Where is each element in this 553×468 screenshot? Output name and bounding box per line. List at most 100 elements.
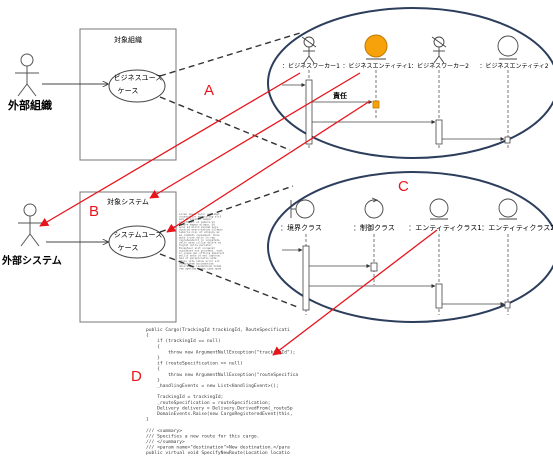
document-thumbnail: Lorem ipsum dolor sit amet,consectetur a… [176,210,225,272]
external-org-actor [15,53,39,97]
activation-worker1 [305,79,313,145]
activation-control [370,262,378,272]
activation-entity-class1 [435,283,443,309]
code-line: DomainEvents.Raise(new CargoRegisteredEv… [146,411,293,417]
entity-class2-icon [498,198,518,220]
arrow-worker-to-external-system [39,72,301,227]
arrow-entity-to-system-box [149,72,361,199]
control-class-icon [364,197,384,219]
code-snippet: public Cargo(TrackingId trackingId, Rout… [146,327,298,456]
target-org-title: 対象組織 [114,35,142,44]
marker-c: C [398,178,409,195]
zoom-line-top-lower [159,96,291,151]
document-line: velit esse cillum dolore eu [179,241,222,245]
marker-b: B [89,203,99,220]
document-line: nostrud exercitation ullamco [179,228,223,232]
lifeline-entity-class-1: ：エンティティクラス1 [408,224,481,232]
activation-worker2 [435,119,443,145]
code-line: public Cargo(TrackingId trackingId, Rout… [146,327,290,333]
actor-head [20,53,34,67]
lifeline-business-entity-2: ：ビジネスエンティティ2 [479,62,548,70]
top-section: 外部組織 対象組織 ビジネスユース ケース [7,7,553,161]
code-line: } [146,355,160,361]
entity-class1-icon [429,198,449,220]
lifeline-entity-class-2: ：エンティティクラス2 [481,224,553,232]
system-usecase-ellipse [108,225,166,259]
marker-a: A [204,82,214,99]
activation-entity1 [372,100,380,109]
zoom-line-bottom-lower [159,253,301,309]
document-line: in culpa qui officia deserunt [179,251,225,255]
arrow-entity-to-code [272,229,438,356]
code-line: { [146,344,160,350]
external-system-actor [18,203,42,247]
message-responsibility-label: 責任 [333,91,347,100]
code-line: if (trackingId == null) [146,338,221,344]
system-sequence-ellipse [267,171,553,323]
lifeline-business-worker-1: ：ビジネスワーカー1 [282,62,340,70]
code-line: if (routeSpecification == null) [146,361,243,367]
code-text: public Cargo(TrackingId trackingId, Rout… [146,327,298,456]
business-usecase-ellipse [108,69,166,103]
document-line: enim ad minim veniam quis [179,225,218,229]
document-line: omnis iste natus error sit [179,259,220,263]
activation-entity-class2 [504,301,511,309]
business-entity-orange-icon [364,34,388,60]
code-line: throw new ArgumentNullException("routeSp… [146,372,298,378]
code-line: /// <param name="destination">New destin… [146,445,290,451]
document-line: rem aperiam eaque ipsa quae [179,267,222,271]
document-line: reprehenderit in voluptate [179,238,220,242]
code-line: /// Specifies a new route for this cargo… [146,433,259,439]
code-line: { [146,366,160,372]
arrow-responsibility-to-usecase [166,100,371,233]
document-line: aute irure dolor in rep [179,235,215,239]
document-line: incididunt ut labore et [179,220,215,224]
document-line: ea commodo consequat. Duis [179,233,220,237]
code-line: public virtual void SpecifyNewRoute(Loca… [146,450,290,456]
target-system-title: 対象システム [107,197,149,206]
code-line: /// </summary> [146,439,185,445]
code-line: _routeSpecification = routeSpecification… [146,400,270,406]
activation-boundary [302,245,310,311]
document-line: sed do eiusmod tempor [179,217,212,221]
activation-entity2 [504,136,511,144]
zoom-line-bottom-upper [159,185,294,233]
document-line: mollit anim id est laborum. [179,254,221,258]
system-usecase-label-2: ケース [118,244,139,252]
code-line: } [146,377,160,383]
bottom-section: 外部システム 対象システム システムユース ケース Lorem ipsum do… [1,171,553,323]
document-line: dolore magna aliqua. Ut [179,222,215,226]
document-line: Sed ut perspiciatis unde [179,256,217,260]
document-text: Lorem ipsum dolor sit amet,consectetur a… [179,212,225,271]
code-line: /// <summary> [146,428,182,434]
document-line: voluptatem accusantium [179,261,214,265]
document-line: fugiat nulla pariatur. [179,243,213,247]
lifeline-control-class: ：制御クラス [353,223,395,232]
code-line: Delivery delivery = Delivery.DerivedFrom… [146,405,293,411]
code-line: TrackingId = trackingId; [146,394,223,400]
code-line: { [146,333,149,339]
code-line: throw new ArgumentNullException("trackin… [146,349,295,355]
document-line: Lorem ipsum dolor sit amet, [179,212,221,216]
document-line: Excepteur sint occaecat [179,246,215,250]
zoom-line-top-upper [159,32,301,77]
mapping-arrows [39,72,438,356]
marker-d: D [131,368,142,385]
document-line: consectetur adipiscing elit [179,215,222,219]
business-worker2-icon [431,36,447,64]
actor-head [23,203,37,217]
document-line: doloremque laudantium totam [179,264,222,268]
business-worker-icon [301,36,317,64]
code-line: _handlingEvents = new List<HandlingEvent… [146,383,279,389]
business-usecase-label-2: ケース [118,87,139,95]
code-line: } [146,417,149,423]
boundary-class-icon [290,199,315,219]
lifeline-business-entity-1: ：ビジネスエンティティ1 [342,62,411,70]
system-usecase-label-1: システムユース [114,231,162,239]
document-line: cupidatat non proident, sunt [179,248,223,252]
external-org-label: 外部組織 [7,98,52,112]
external-system-label: 外部システム [1,254,62,267]
business-entity2-icon [497,35,519,60]
document-line: laboris nisi ut aliquip ex [179,230,220,234]
